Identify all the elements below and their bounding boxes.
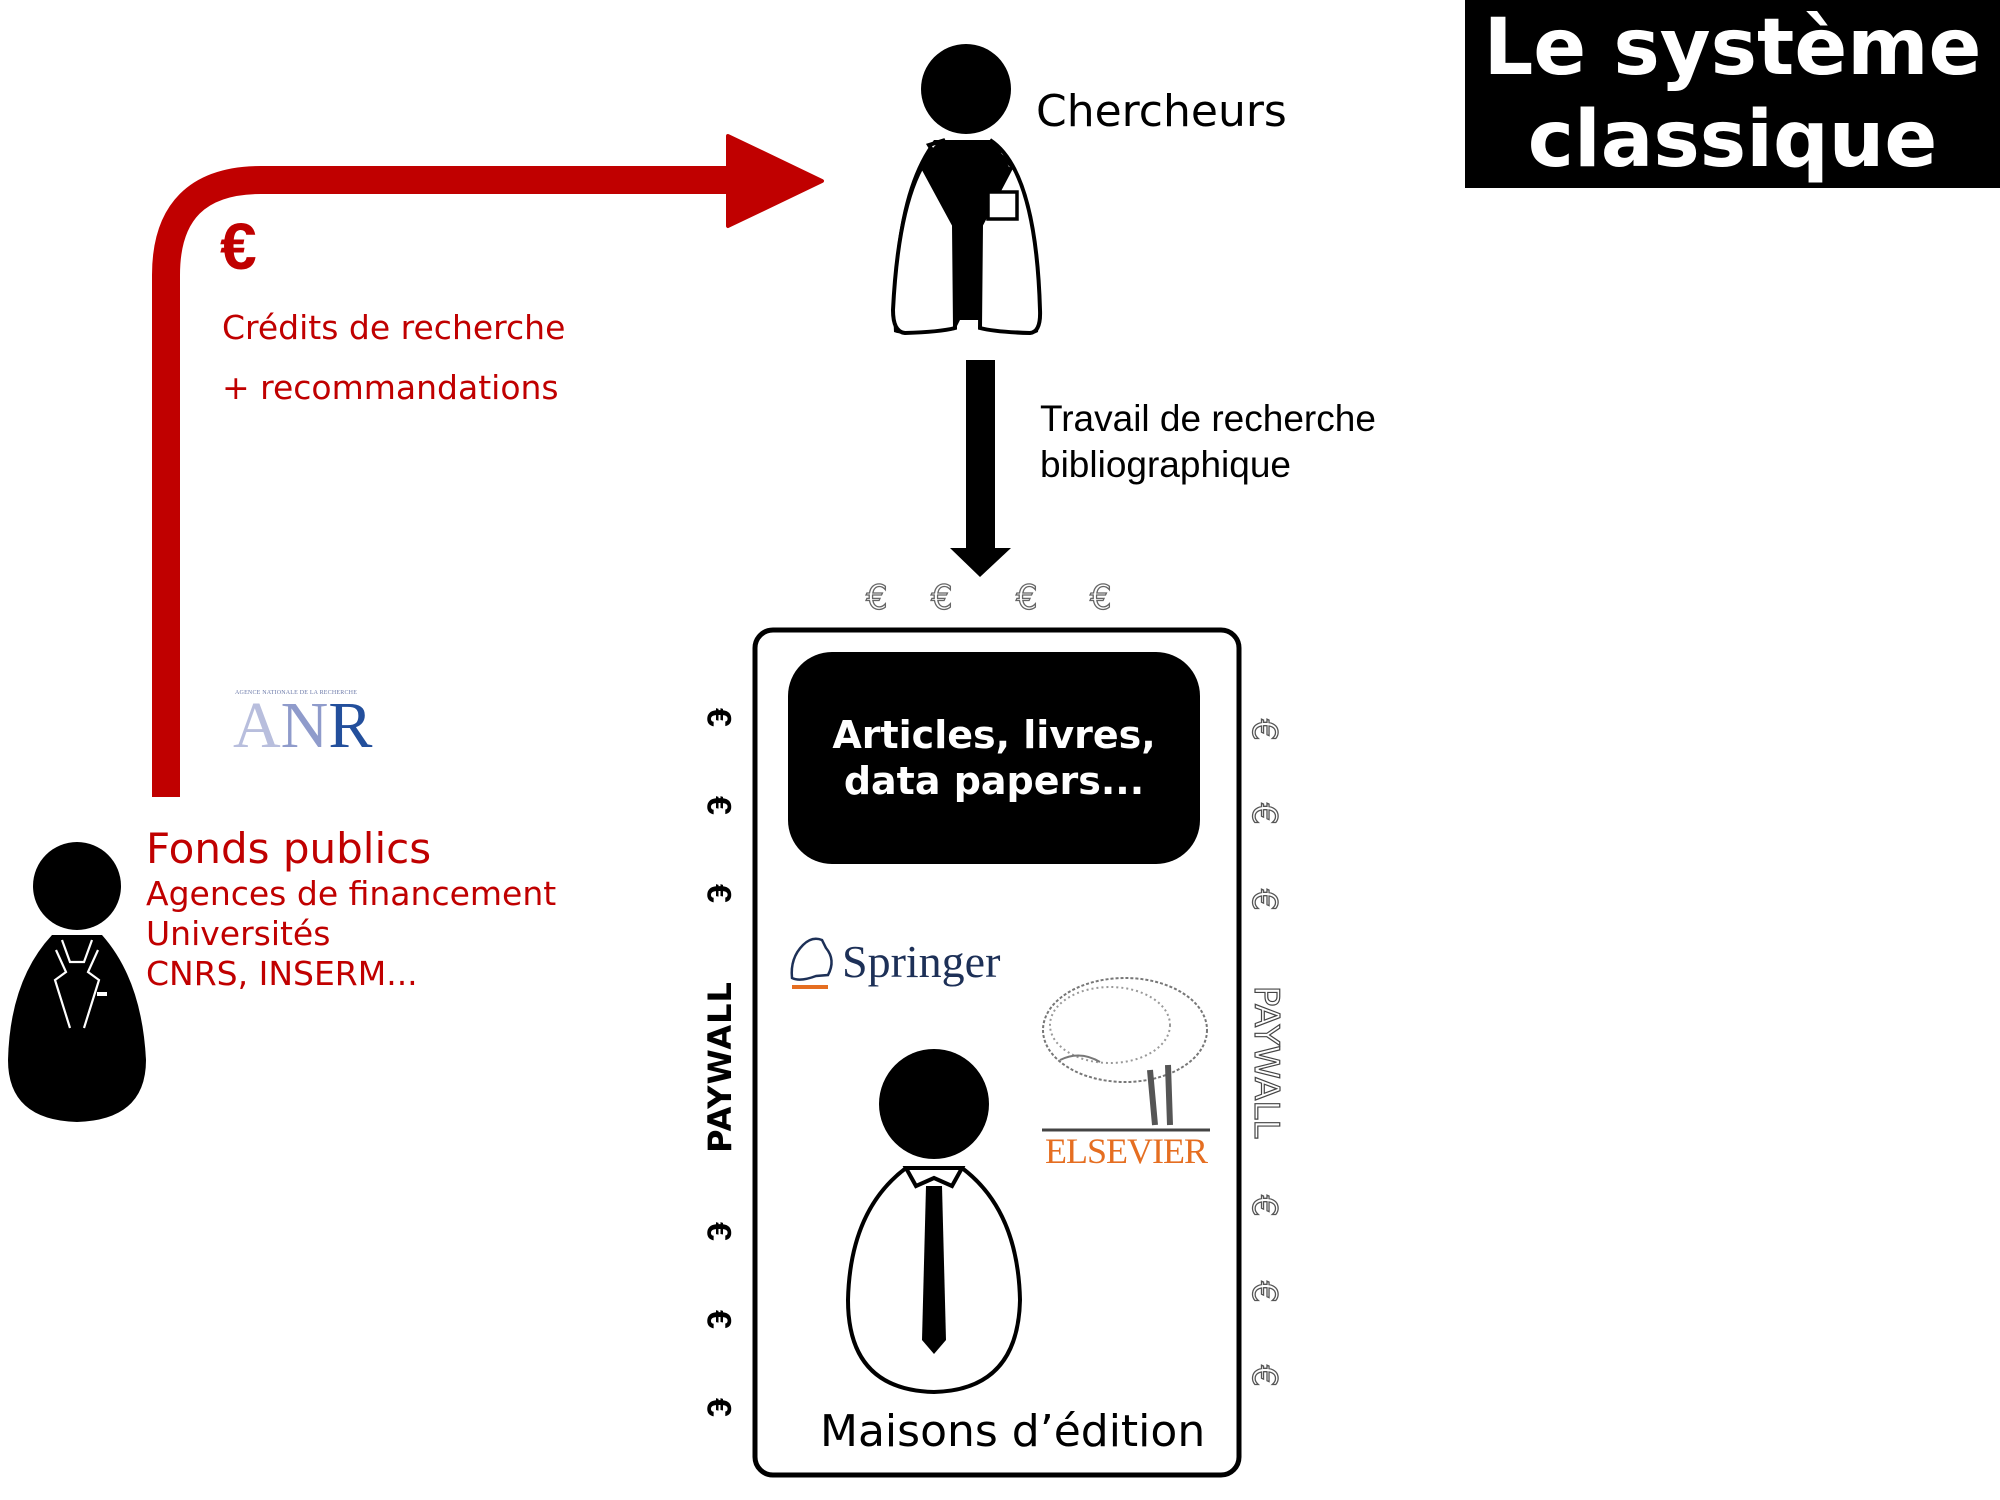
title-line-1: Le système: [1483, 3, 1982, 93]
elsevier-tree-icon: [1042, 977, 1210, 1132]
arrow-right-icon: [726, 134, 824, 228]
anr-letters: ANR: [233, 693, 372, 759]
springer-horse-icon: [790, 937, 833, 989]
public-funds-item: Agences de financement: [146, 874, 557, 913]
euro-icon: €: [699, 884, 738, 903]
title-line-2: classique: [1527, 95, 1938, 185]
euro-icon: €: [1243, 1281, 1284, 1304]
funder-icon: [8, 842, 146, 1122]
public-funds-title: Fonds publics: [146, 824, 432, 873]
euro-icon: €: [1243, 889, 1284, 912]
euro-icon: €: [1243, 1195, 1284, 1218]
publisher-icon: [845, 1049, 1023, 1395]
euro-icon: €: [699, 708, 738, 727]
research-flow-line-2: bibliographique: [1040, 444, 1291, 485]
funding-line-1: Crédits de recherche: [222, 308, 566, 347]
euro-icon: €: [1243, 719, 1284, 742]
research-flow-line-1: Travail de recherche: [1040, 398, 1376, 439]
publications-line-2: data papers...: [843, 759, 1145, 803]
springer-wordmark: Springer: [842, 936, 1001, 987]
funding-line-2: + recommandations: [222, 368, 559, 407]
anr-letter-a: A: [233, 689, 281, 762]
euro-icon: €: [699, 1222, 738, 1241]
elsevier-logo: ELSEVIER: [1040, 978, 1212, 1174]
euro-icon: €: [1015, 577, 1038, 618]
paywall-label-right: PAYWALL: [1245, 985, 1286, 1139]
public-funds-item: Universités: [146, 914, 331, 953]
euro-icon: €: [1243, 1365, 1284, 1388]
publishers-label: Maisons d’édition: [820, 1406, 1206, 1457]
public-funds-block: Fonds publics Agences de financement Uni…: [146, 824, 556, 994]
publications-box: Articles, livres, data papers...: [788, 652, 1200, 864]
arrow-down-icon: [950, 548, 1011, 577]
anr-letter-r: R: [328, 689, 373, 762]
paywall-label-left: PAYWALL: [701, 981, 739, 1153]
euro-icon: €: [930, 577, 953, 618]
anr-logo: AGENCE NATIONALE DE LA RECHERCHE ANR: [233, 688, 393, 759]
euro-icon: €: [699, 1310, 738, 1329]
funding-arrow: [152, 166, 735, 797]
researchers-label: Chercheurs: [1036, 86, 1287, 137]
euro-icon: €: [699, 1398, 738, 1417]
elsevier-wordmark: ELSEVIER: [1045, 1131, 1208, 1171]
public-funds-item: CNRS, INSERM...: [146, 954, 418, 993]
euro-icon: €: [1243, 803, 1284, 826]
research-flow-arrow-shaft: [966, 360, 995, 550]
anr-letter-n: N: [280, 689, 329, 762]
page-title: Le système classique: [1465, 0, 2000, 188]
funding-description: Crédits de recherche + recommandations: [222, 298, 565, 418]
research-flow-label: Travail de recherche bibliographique: [1040, 396, 1376, 488]
euro-icon: €: [865, 577, 888, 618]
publications-line-1: Articles, livres,: [832, 713, 1156, 757]
euro-icon: €: [1089, 577, 1112, 618]
euro-icon: €: [220, 209, 257, 283]
publishers-frame: [752, 627, 1242, 1478]
anr-tagline: AGENCE NATIONALE DE LA RECHERCHE: [235, 690, 358, 696]
euro-icon: €: [699, 796, 738, 815]
researcher-icon: [890, 44, 1043, 336]
